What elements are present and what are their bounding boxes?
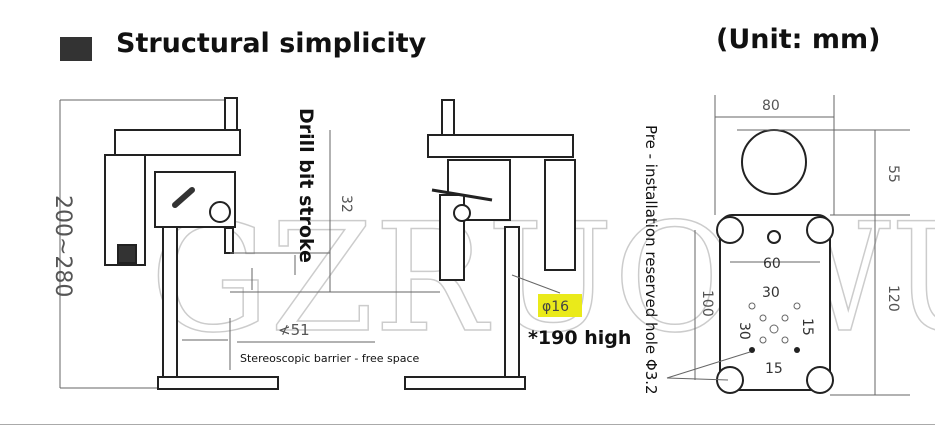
head-depth-value: 55 bbox=[885, 165, 901, 183]
stroke-value: 32 bbox=[338, 195, 354, 213]
side-view-drill: 200~280 32 Drill bit stroke ≮51 Stereosc… bbox=[50, 97, 440, 390]
hole-note: Pre - installation reserved hole Φ3.2 bbox=[642, 125, 660, 395]
height-range: 200~280 bbox=[50, 195, 75, 297]
inner-30-x: 30 bbox=[762, 285, 780, 301]
top-view-base: Pre - installation reserved hole Φ3.2 80… bbox=[642, 95, 910, 396]
front-view-drill: φ16 *190 high bbox=[404, 99, 631, 390]
clearance-note: Stereoscopic barrier - free space bbox=[240, 352, 420, 365]
bottom-divider bbox=[0, 424, 935, 425]
unit-label: (Unit: mm) bbox=[716, 24, 881, 55]
title-bullet bbox=[60, 37, 92, 61]
inner-15-x: 15 bbox=[765, 361, 783, 377]
column-height: *190 high bbox=[528, 327, 631, 349]
clearance-value: ≮51 bbox=[278, 321, 310, 339]
page-title: Structural simplicity bbox=[116, 28, 427, 59]
hole-spacing-y: 100 bbox=[699, 290, 715, 317]
diameter-highlight bbox=[538, 294, 582, 317]
width-value: 80 bbox=[762, 98, 780, 114]
column-diameter: φ16 bbox=[542, 299, 569, 315]
inner-15-y: 15 bbox=[799, 318, 815, 336]
hole-spacing-x: 60 bbox=[763, 256, 781, 272]
base-depth-value: 120 bbox=[885, 285, 901, 312]
stroke-label: Drill bit stroke bbox=[295, 108, 317, 263]
inner-30-y: 30 bbox=[736, 322, 752, 340]
